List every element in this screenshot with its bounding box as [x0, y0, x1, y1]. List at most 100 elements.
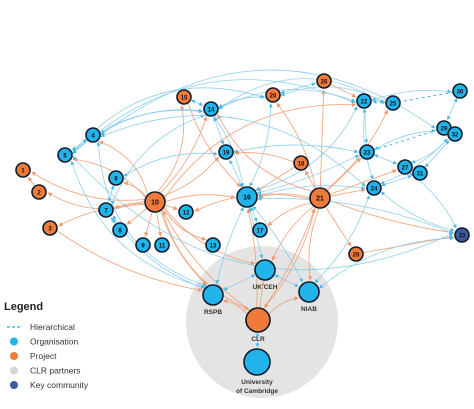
- node-n17[interactable]: 17: [253, 223, 267, 237]
- node-n7[interactable]: 7: [99, 203, 113, 217]
- node-n12[interactable]: 12: [179, 205, 193, 219]
- node-n9[interactable]: 9: [136, 238, 150, 252]
- node-n13[interactable]: 13: [206, 238, 220, 252]
- node-label: 27: [402, 165, 409, 171]
- edge-n21-n27: [330, 170, 396, 194]
- node-label: 17: [257, 228, 264, 234]
- edge-n27-n32: [412, 139, 448, 163]
- node-n26[interactable]: 26: [317, 74, 331, 88]
- node-label: 13: [210, 243, 217, 249]
- node-n6[interactable]: 6: [109, 171, 123, 185]
- edge-n10-n19: [164, 157, 219, 196]
- node-n20[interactable]: 20: [266, 88, 280, 102]
- legend-label: Hierarchical: [30, 322, 75, 332]
- node-label: 33: [459, 233, 466, 239]
- node-n33[interactable]: 33: [455, 228, 469, 242]
- edge-n21-n25: [327, 110, 388, 189]
- edge-n18-n19: [235, 153, 293, 162]
- node-n4[interactable]: 4: [86, 128, 100, 142]
- node-n21[interactable]: 21: [310, 188, 330, 208]
- edge-n16-n20: [250, 104, 271, 187]
- node-label: 31: [417, 171, 424, 177]
- legend: Legend HierarchicalOrganisationProjectCL…: [4, 301, 89, 390]
- node-label: 29: [441, 126, 448, 132]
- edge-n10-n8: [127, 209, 146, 225]
- node-n18[interactable]: 18: [294, 156, 308, 170]
- node-n25[interactable]: 25: [386, 96, 400, 110]
- legend-item-partner: CLR partners: [10, 366, 81, 376]
- node-n5[interactable]: 5: [58, 148, 72, 162]
- node-n23[interactable]: 23: [360, 145, 374, 159]
- node-label: of Cambridge: [236, 388, 278, 395]
- node-circle: [255, 260, 275, 280]
- node-n30[interactable]: 30: [453, 84, 467, 98]
- node-label: 12: [183, 210, 190, 216]
- legend-label: Key community: [30, 380, 89, 390]
- edge-rspb-n5: [72, 161, 206, 287]
- node-label: 24: [371, 186, 378, 192]
- node-n1[interactable]: 1: [16, 163, 30, 177]
- edge-n15-n14: [191, 100, 203, 105]
- edge-n21-n24: [331, 190, 365, 196]
- legend-label: Project: [30, 351, 57, 361]
- node-label: University: [241, 379, 273, 386]
- edge-n22-n23: [365, 109, 367, 143]
- node-n15[interactable]: 15: [177, 90, 191, 104]
- node-n10[interactable]: 10: [145, 192, 165, 212]
- edge-n10-n9: [145, 213, 152, 237]
- edge-n31-n32: [425, 141, 449, 167]
- edge-niab-n24: [315, 196, 369, 283]
- node-n22[interactable]: 22: [357, 94, 371, 108]
- node-label: 10: [151, 199, 159, 206]
- node-label: RSPB: [204, 309, 222, 316]
- edge-n19-n23: [234, 145, 358, 152]
- node-label: 26: [321, 79, 328, 85]
- node-n32[interactable]: 32: [448, 127, 462, 141]
- edge-n21-n33: [331, 201, 454, 233]
- node-niab[interactable]: NIAB: [299, 282, 319, 313]
- node-rspb[interactable]: RSPB: [203, 285, 223, 316]
- node-n3[interactable]: 3: [43, 221, 57, 235]
- legend-title: Legend: [4, 301, 43, 313]
- node-label: CLR: [251, 336, 265, 343]
- hierarchical-edge-n29-n23: [367, 128, 444, 152]
- edge-n10-n2: [48, 193, 144, 209]
- node-n28[interactable]: 28: [349, 247, 363, 261]
- edge-n30-n29: [448, 98, 457, 119]
- legend-label: Organisation: [30, 337, 78, 347]
- edge-n10-n12: [166, 205, 178, 209]
- legend-label: CLR partners: [30, 366, 81, 376]
- node-ukceh[interactable]: UK CEH: [253, 260, 278, 291]
- node-n31[interactable]: 31: [413, 166, 427, 180]
- edge-n10-n4: [99, 142, 147, 194]
- node-circle: [244, 349, 270, 375]
- node-label: 25: [390, 101, 397, 107]
- edge-niab-n33: [319, 238, 453, 288]
- node-n16[interactable]: 16: [237, 187, 257, 207]
- node-label: 18: [298, 161, 305, 167]
- edge-n23-n27: [374, 155, 396, 164]
- node-n11[interactable]: 11: [155, 238, 169, 252]
- node-label: 32: [452, 132, 459, 138]
- edge-n10-n1: [32, 172, 145, 200]
- node-n24[interactable]: 24: [367, 181, 381, 195]
- legend-swatch: [10, 338, 18, 346]
- node-label: 30: [457, 89, 464, 95]
- node-circle: [203, 285, 223, 305]
- node-n19[interactable]: 19: [219, 145, 233, 159]
- node-label: 19: [223, 150, 230, 156]
- node-label: 15: [181, 95, 188, 101]
- node-n27[interactable]: 27: [398, 160, 412, 174]
- node-label: 11: [159, 243, 166, 249]
- legend-swatch: [10, 367, 18, 375]
- node-n2[interactable]: 2: [32, 185, 46, 199]
- node-circle: [299, 282, 319, 302]
- node-label: 16: [243, 194, 251, 201]
- edge-n2-n1: [28, 177, 34, 185]
- edge-n18-n16: [257, 167, 294, 190]
- node-label: 20: [270, 93, 277, 99]
- node-n8[interactable]: 8: [113, 223, 127, 237]
- node-n14[interactable]: 14: [204, 102, 218, 116]
